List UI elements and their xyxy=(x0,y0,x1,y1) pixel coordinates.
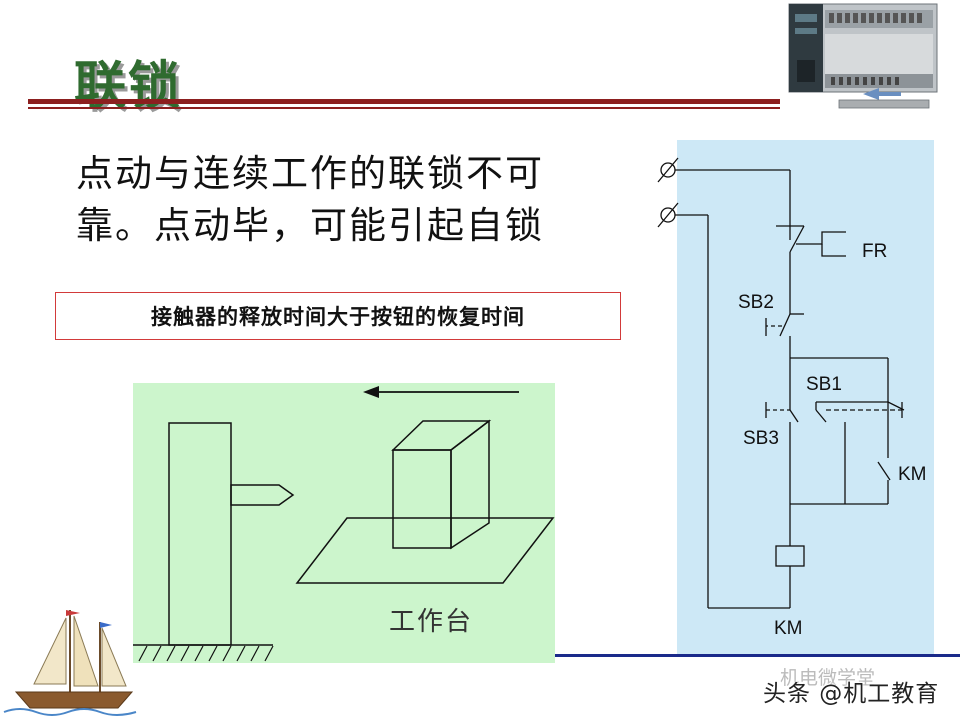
motion-arrow xyxy=(363,386,519,398)
label-km-aux: KM xyxy=(898,464,927,485)
title-rule-thick xyxy=(28,99,780,104)
label-fr: FR xyxy=(862,241,887,262)
slide-title: 联锁 xyxy=(74,56,183,117)
label-sb1: SB1 xyxy=(806,374,842,395)
reason-box: 接触器的释放时间大于按钮的恢复时间 xyxy=(55,292,621,340)
circuit-panel xyxy=(677,140,934,655)
limit-post xyxy=(168,422,232,646)
thermal-relay-contact xyxy=(776,222,846,290)
stop-button-contact xyxy=(765,290,804,358)
footer-line xyxy=(555,654,960,657)
probe xyxy=(230,484,295,506)
watermark-text: 机电微学堂 xyxy=(780,667,876,689)
workpiece-box xyxy=(391,419,492,550)
reason-text: 接触器的释放时间大于按钮的恢复时间 xyxy=(151,304,525,329)
ground-hatching xyxy=(138,645,274,662)
mechanism-diagram xyxy=(133,386,555,662)
statement-text: 点动与连续工作的联锁不可靠。点动毕，可能引起自锁 xyxy=(76,152,544,247)
title-rule-thin xyxy=(28,107,780,109)
worktable-plate xyxy=(295,517,555,584)
label-km-coil: KM xyxy=(774,618,803,639)
label-sb2: SB2 xyxy=(738,292,774,313)
aux-contact-km xyxy=(877,402,891,504)
mechanism-panel: 工作台 xyxy=(133,383,555,663)
plc-module-icon xyxy=(788,3,938,109)
control-circuit-diagram: FR SB2 SB1 SB3 KM KM xyxy=(657,157,927,639)
worktable-label: 工作台 xyxy=(389,607,474,637)
label-sb3: SB3 xyxy=(743,428,779,449)
attribution-text: 头条 @机工教育 xyxy=(763,681,940,707)
sailboat-icon xyxy=(3,610,137,716)
jog-button-contact xyxy=(765,402,799,504)
start-button-contact xyxy=(815,401,905,504)
contactor-coil xyxy=(775,545,805,567)
